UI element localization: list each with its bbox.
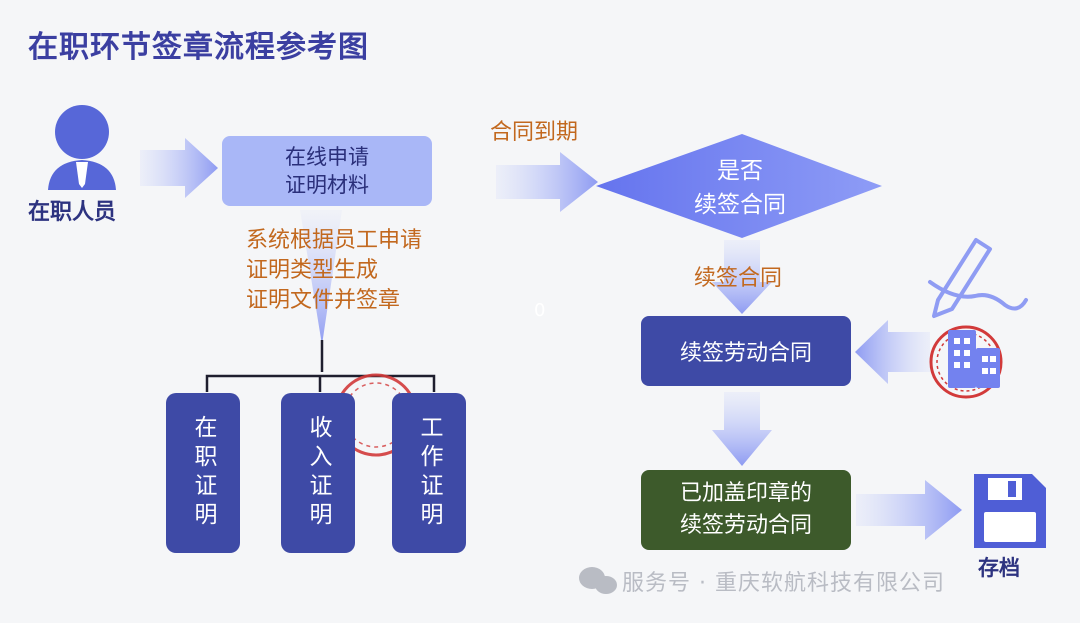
renew-contract-box: 续签劳动合同	[641, 316, 851, 386]
decision-diamond	[596, 134, 882, 238]
certificate-label: 收入证明	[305, 415, 331, 531]
certificate-income: 收入证明	[281, 393, 355, 553]
archive-label: 存档	[978, 556, 1020, 580]
certificate-employment: 在职证明	[166, 393, 240, 553]
apply-box: 在线申请 证明材料	[222, 136, 432, 206]
apply-line-1: 在线申请	[285, 145, 369, 169]
certificate-label: 工作证明	[416, 415, 442, 531]
arrow-to-renew	[712, 240, 772, 314]
system-note-line-2: 证明类型生成	[246, 258, 379, 283]
employee-label: 在职人员	[28, 200, 117, 225]
page-title: 在职环节签章流程参考图	[28, 30, 369, 65]
person-icon	[48, 105, 116, 190]
stray-zero: 0	[534, 300, 546, 321]
stamped-line-1: 已加盖印章的	[679, 481, 812, 506]
system-note: 系统根据员工申请 证明类型生成 证明文件并签章	[246, 226, 422, 316]
stamped-contract-box: 已加盖印章的 续签劳动合同	[641, 470, 851, 550]
decision-text: 是否 续签合同	[640, 154, 840, 222]
contract-expire-label: 合同到期	[490, 120, 579, 145]
decision-line-2: 续签合同	[694, 192, 786, 218]
certificate-label: 在职证明	[190, 415, 216, 531]
system-note-line-1: 系统根据员工申请	[246, 228, 423, 253]
pen-icon	[928, 238, 1028, 318]
decision-line-1: 是否	[717, 158, 763, 184]
watermark-text: 服务号 · 重庆软航科技有限公司	[622, 571, 945, 596]
arrow-to-archive	[856, 480, 962, 540]
arrow-stem-down	[300, 210, 342, 345]
system-note-line-3: 证明文件并签章	[246, 288, 401, 313]
renew-label: 续签合同	[694, 266, 783, 291]
certificate-work: 工作证明	[392, 393, 466, 553]
arrow-to-decision	[496, 152, 598, 212]
arrow-to-done	[712, 392, 772, 466]
wechat-icon	[579, 567, 617, 594]
apply-line-2: 证明材料	[285, 173, 369, 197]
building-icon	[948, 330, 1000, 388]
tree-connector	[205, 340, 436, 392]
arrow-from-seal	[855, 320, 930, 384]
stamped-line-2: 续签劳动合同	[679, 513, 812, 538]
floppy-disk-icon	[974, 474, 1046, 548]
arrow-to-apply	[140, 138, 218, 198]
